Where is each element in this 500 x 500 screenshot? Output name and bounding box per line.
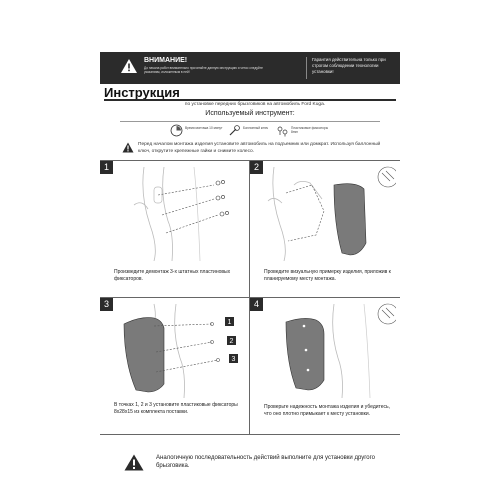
step-1: 1 Произведите демонтаж 3-х штатных пласт…	[100, 161, 250, 298]
footer-note: Аналогичную последовательность действий …	[100, 440, 400, 488]
tool-label: Баллонный ключ	[243, 126, 269, 130]
marker-3: 3	[229, 354, 238, 363]
wrench-icon	[229, 125, 240, 136]
warning-title: ВНИМАНИЕ!	[144, 57, 188, 64]
marker-2: 2	[227, 336, 236, 345]
step-1-illustration	[133, 166, 229, 261]
step-3-illustration: 1 2 3	[123, 303, 238, 398]
step-caption: Произведите демонтаж 3-х штатных пластин…	[114, 269, 231, 282]
tools-heading: Используемый инструмент:	[205, 110, 295, 117]
step-number: 4	[250, 298, 263, 311]
steps-grid: 1 Произведите демонтаж 3-х штатных пласт…	[100, 160, 400, 435]
instruction-sheet: ВНИМАНИЕ! До начала работ внимательно пр…	[100, 52, 400, 492]
step-caption: В точках 1, 2 и 3 установите пластиковые…	[114, 402, 238, 415]
warning-icon	[121, 59, 137, 73]
tool-label: Время монтажа 10 минут	[185, 126, 223, 130]
step-2-illustration	[267, 166, 396, 261]
step-2: 2 Проведите визуальную примерку изделия,…	[250, 161, 400, 298]
warning-header: ВНИМАНИЕ! До начала работ внимательно пр…	[100, 52, 400, 84]
clips-icon	[277, 126, 288, 137]
step-3: 3 1 2	[100, 298, 250, 435]
step-number: 1	[100, 161, 113, 174]
step-4: 4 Проверьте надежность монтажа изделия и…	[250, 298, 400, 435]
svg-text:3: 3	[232, 356, 236, 363]
svg-text:1: 1	[228, 319, 232, 326]
title-rule	[104, 99, 396, 101]
page-title: Инструкция	[104, 85, 180, 100]
warning-text: До начала работ внимательно прочитайте д…	[144, 66, 263, 74]
clock-icon	[170, 124, 183, 137]
step-caption: Проведите визуальную примерку изделия, п…	[264, 269, 391, 282]
footer-text: Аналогичную последовательность действий …	[156, 455, 376, 469]
step-caption: Проверьте надежность монтажа изделия и у…	[264, 404, 391, 417]
svg-text:2: 2	[230, 338, 234, 345]
tool-label: Пластиковые фиксаторы 8mm	[291, 126, 328, 134]
note-text: Перед началом монтажа изделия установите…	[138, 142, 381, 154]
warning-icon	[124, 454, 144, 471]
header-divider	[306, 57, 307, 79]
step-number: 2	[250, 161, 263, 174]
marker-1: 1	[225, 317, 234, 326]
page-subtitle: по установке передних брызговиков на авт…	[184, 102, 326, 107]
warning-icon	[122, 142, 134, 153]
step-number: 3	[100, 298, 113, 311]
tools-rule	[120, 121, 380, 122]
guarantee-text: Гарантия действительна только при строго…	[312, 57, 386, 74]
step-4-illustration	[285, 303, 396, 398]
